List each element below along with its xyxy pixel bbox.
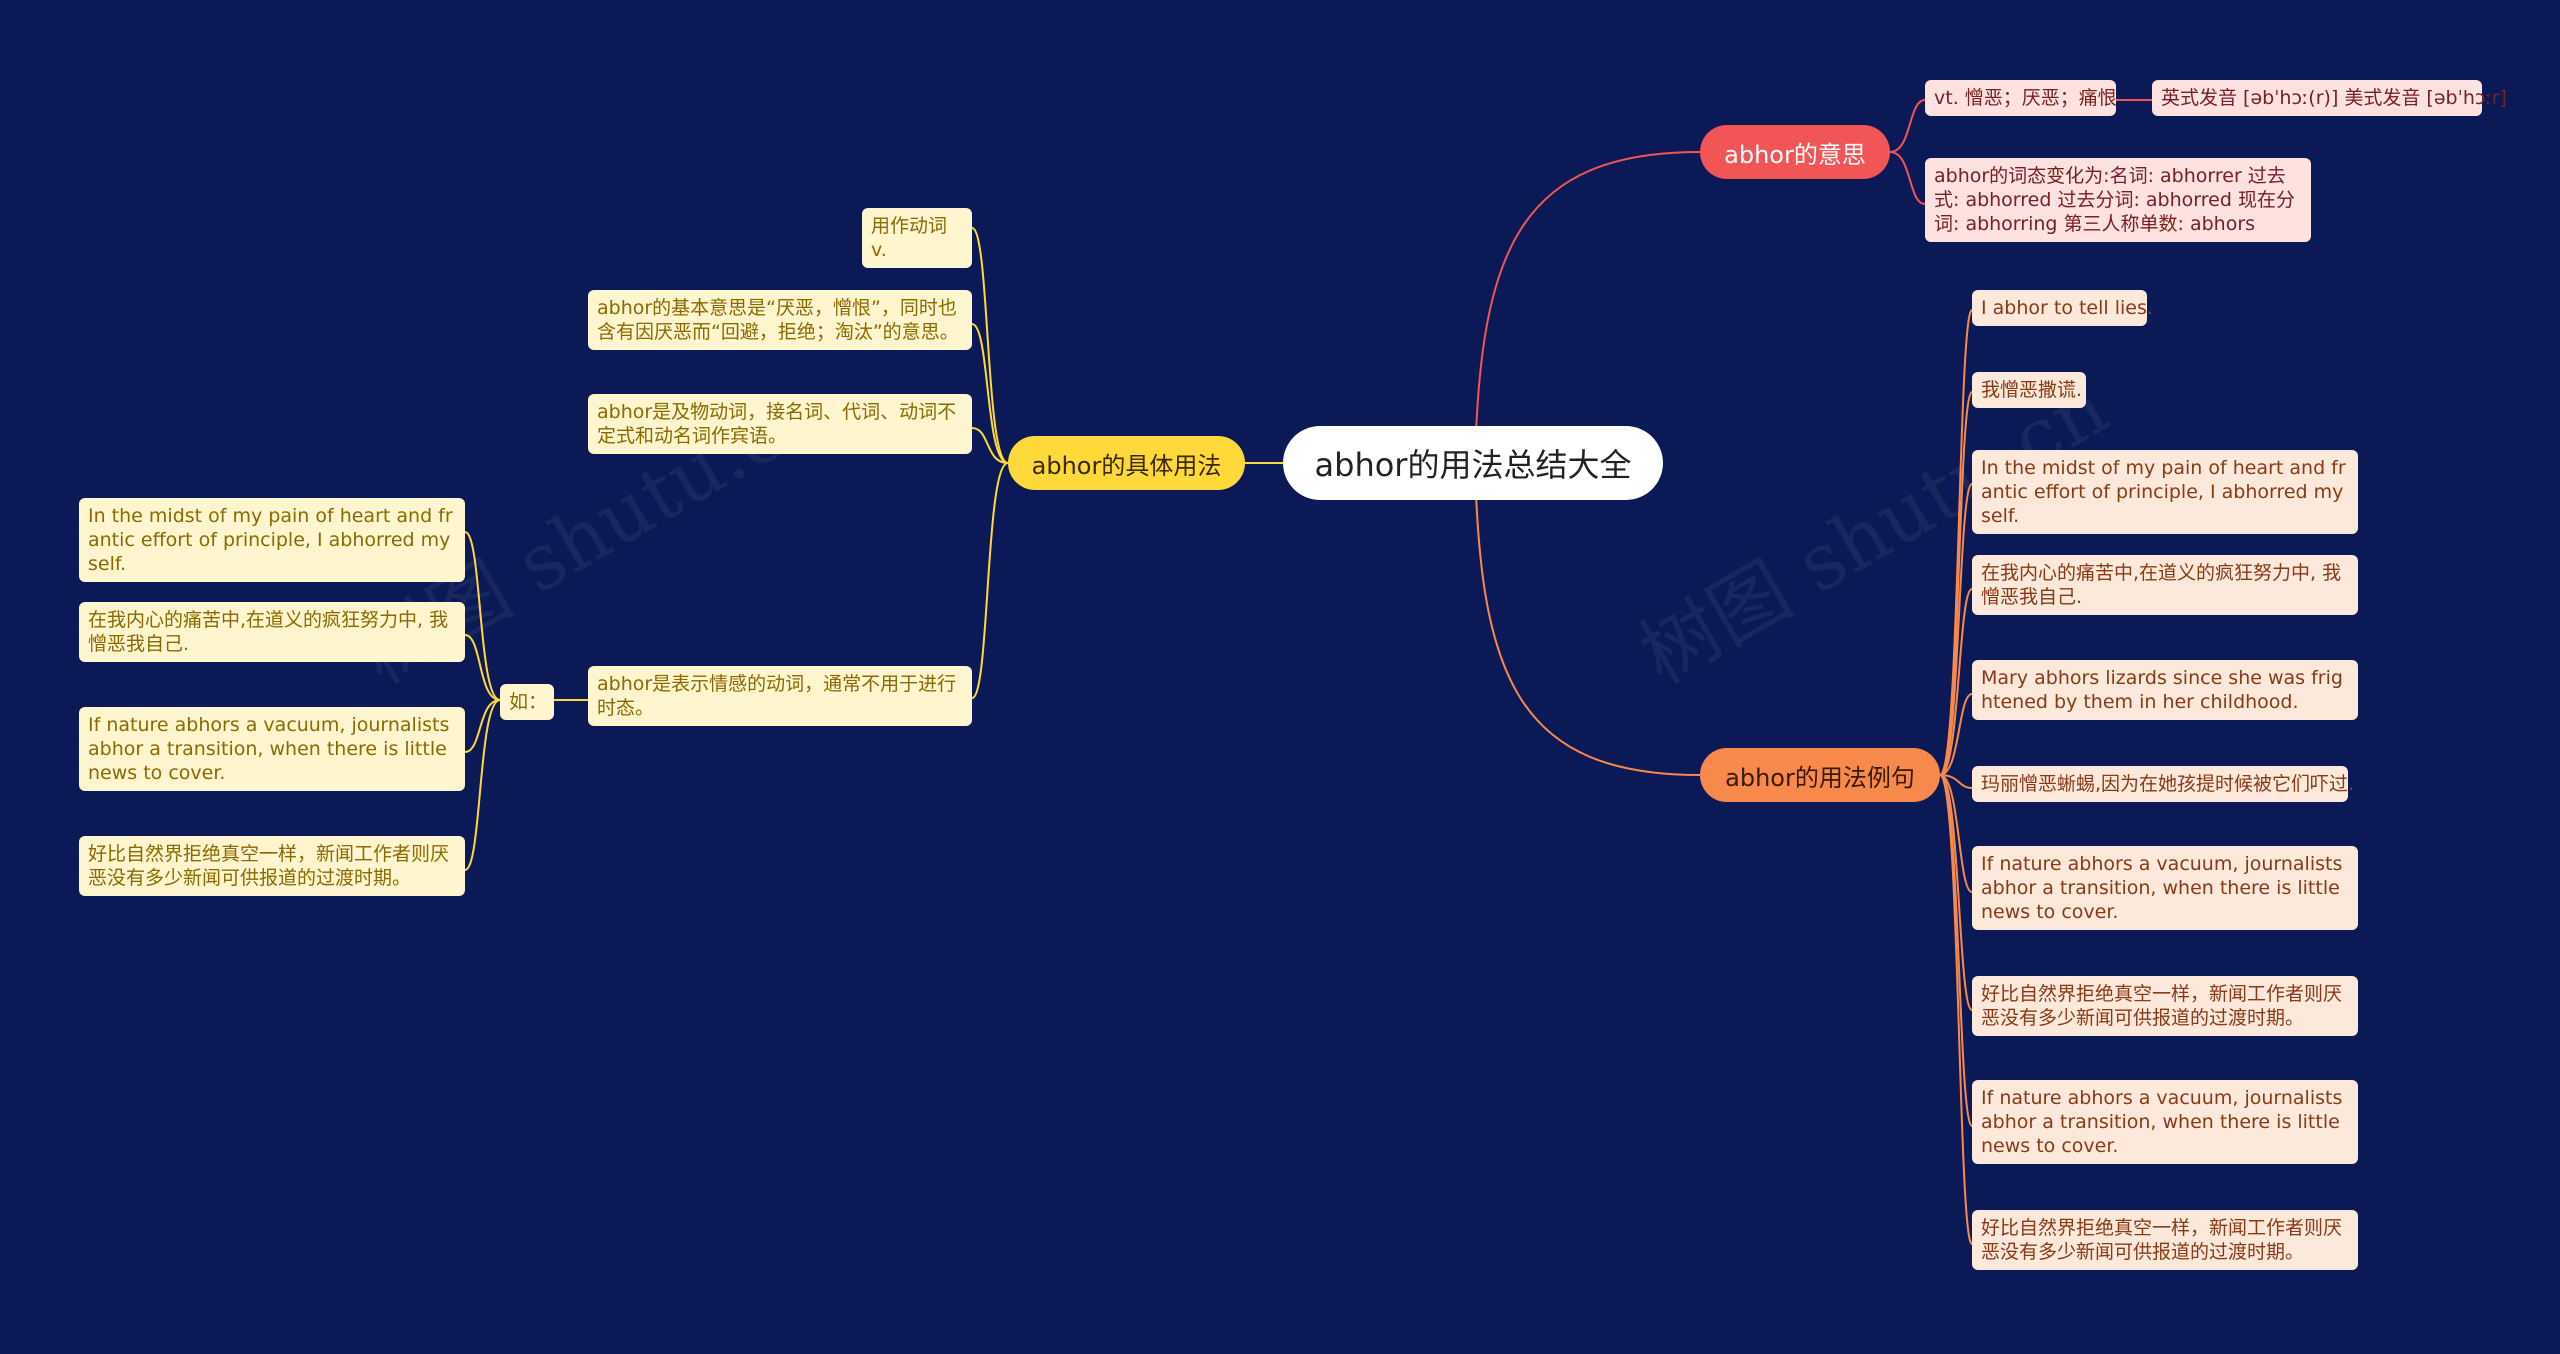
link-examples-8 — [1939, 774, 1973, 1011]
link-usage-item-3 — [971, 427, 1009, 464]
example-item[interactable]: 玛丽憎恶蜥蜴,因为在她孩提时候被它们吓过. — [1972, 766, 2354, 802]
root-topic[interactable]: abhor的用法总结大全 — [1283, 426, 1663, 500]
link-meaning-definition — [1889, 99, 1926, 153]
branch-usage[interactable]: abhor的具体用法 — [1008, 436, 1245, 490]
branch-examples[interactable]: abhor的用法例句 — [1700, 748, 1940, 802]
link-root-meaning — [1474, 151, 1701, 464]
link-examples-10 — [1939, 774, 1973, 1245]
branch-meaning[interactable]: abhor的意思 — [1700, 125, 1890, 179]
example-item[interactable]: 我憎恶撒谎. — [1972, 372, 2086, 408]
meaning-word-forms[interactable]: abhor的词态变化为:名词: abhorrer 过去式: abhorred 过… — [1925, 158, 2311, 242]
usage-example-1[interactable]: In the midst of my pain of heart and fra… — [79, 498, 465, 582]
meaning-pronunciation[interactable]: 英式发音 [əbˈhɔː(r)] 美式发音 [əbˈhɔːr] — [2152, 80, 2507, 116]
usage-example-label[interactable]: 如： — [500, 684, 554, 720]
link-usage-item-1 — [971, 227, 1009, 464]
usage-item-meaning[interactable]: abhor的基本意思是“厌恶，憎恨”，同时也含有因厌恶而“回避，拒绝；淘汰”的意… — [588, 290, 972, 350]
link-example-3 — [464, 699, 501, 753]
usage-example-4[interactable]: 好比自然界拒绝真空一样，新闻工作者则厌恶没有多少新闻可供报道的过渡时期。 — [79, 836, 465, 896]
link-example-4 — [464, 699, 501, 871]
usage-item-transitive[interactable]: abhor是及物动词，接名词、代词、动词不定式和动名词作宾语。 — [588, 394, 972, 454]
link-usage-item-2 — [971, 323, 1009, 464]
link-examples-7 — [1939, 774, 1973, 893]
usage-example-2[interactable]: 在我内心的痛苦中,在道义的疯狂努力中, 我憎恶我自己. — [79, 602, 465, 662]
link-examples-9 — [1939, 774, 1973, 1127]
example-item[interactable]: In the midst of my pain of heart and fra… — [1972, 450, 2358, 534]
example-item[interactable]: 好比自然界拒绝真空一样，新闻工作者则厌恶没有多少新闻可供报道的过渡时期。 — [1972, 976, 2358, 1036]
usage-item-emotion[interactable]: abhor是表示情感的动词，通常不用于进行时态。 — [588, 666, 972, 726]
meaning-definition[interactable]: vt. 憎恶；厌恶；痛恨 — [1925, 80, 2117, 116]
link-examples-6 — [1939, 774, 1973, 789]
link-examples-5 — [1939, 693, 1973, 776]
example-item[interactable]: 在我内心的痛苦中,在道义的疯狂努力中, 我憎恶我自己. — [1972, 555, 2358, 615]
usage-example-3[interactable]: If nature abhors a vacuum, journalists a… — [79, 707, 465, 791]
link-examples-4 — [1939, 588, 1973, 776]
example-item[interactable]: 好比自然界拒绝真空一样，新闻工作者则厌恶没有多少新闻可供报道的过渡时期。 — [1972, 1210, 2358, 1270]
example-item[interactable]: I abhor to tell lies. — [1972, 290, 2153, 326]
usage-item-verb[interactable]: 用作动词 v. — [862, 208, 972, 268]
example-item[interactable]: If nature abhors a vacuum, journalists a… — [1972, 1080, 2358, 1164]
link-meaning-forms — [1889, 151, 1926, 205]
example-item[interactable]: If nature abhors a vacuum, journalists a… — [1972, 846, 2358, 930]
link-usage-item-4 — [971, 462, 1009, 699]
example-item[interactable]: Mary abhors lizards since she was fright… — [1972, 660, 2358, 720]
